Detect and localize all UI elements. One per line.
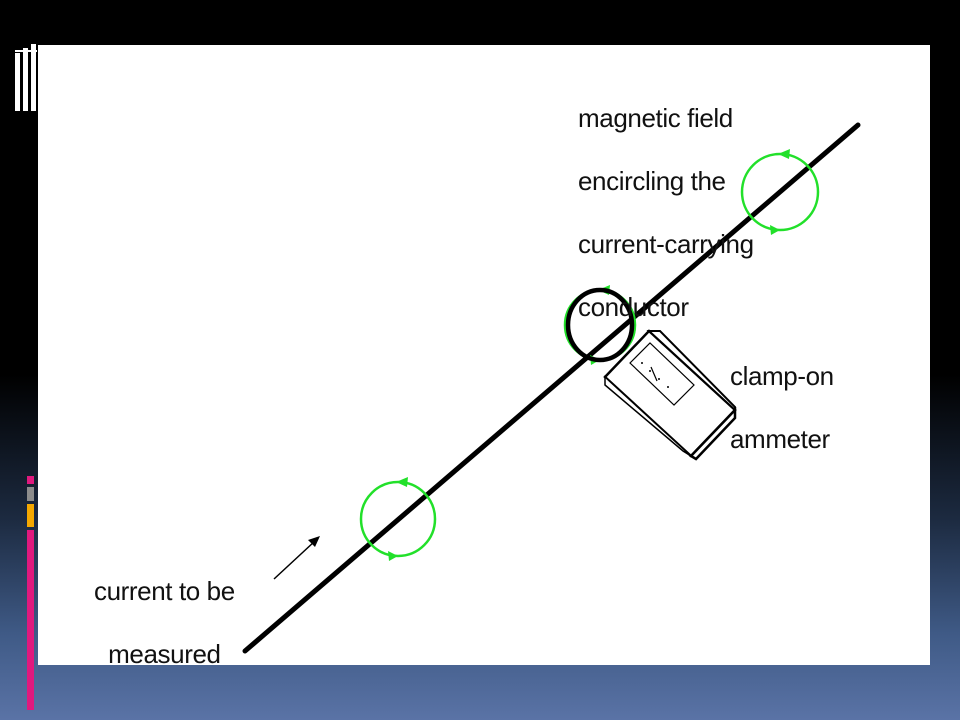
- accent-bar-magenta-small: [27, 476, 34, 484]
- accent-bar-magenta-long: [27, 530, 34, 710]
- field-direction-arrow-icon: [388, 551, 398, 561]
- clamp-jaw: [563, 285, 637, 365]
- field-direction-arrow-icon: [770, 225, 780, 235]
- conductor-wire: [242, 122, 861, 654]
- label-clamp-on-ammeter: clamp-on ammeter: [730, 361, 834, 454]
- label-magnetic-field: magnetic field encircling the current-ca…: [578, 103, 754, 322]
- ammeter-body: [603, 329, 737, 461]
- accent-bar-orange: [27, 504, 34, 527]
- slide-lines-icon: [15, 44, 37, 111]
- meter-scale-icon: [629, 342, 695, 406]
- diagram-canvas: magnetic field encircling the current-ca…: [38, 45, 930, 667]
- label-current-to-be-measured: current to be measured: [94, 576, 235, 669]
- clamp-ammeter-diagram: [242, 122, 861, 654]
- accent-bar-gray: [27, 487, 34, 501]
- field-loop-lower: [359, 477, 437, 561]
- slide-top-band: [38, 0, 960, 45]
- field-direction-arrow-icon: [396, 477, 408, 487]
- field-loop-upper: [740, 149, 820, 235]
- current-direction-arrow-icon: [273, 536, 320, 580]
- field-direction-arrow-icon: [778, 149, 790, 159]
